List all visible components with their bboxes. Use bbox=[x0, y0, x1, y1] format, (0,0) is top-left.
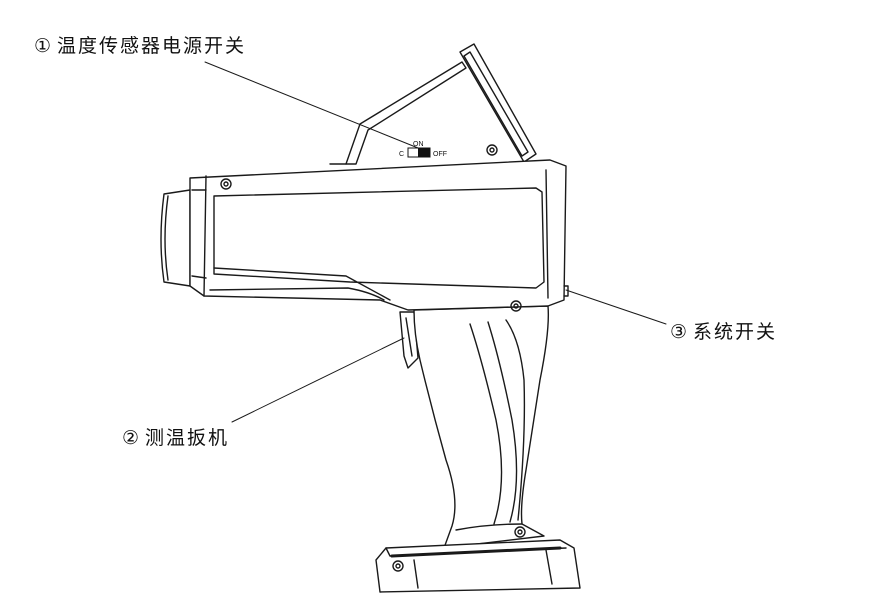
leader-line-2 bbox=[231, 337, 405, 423]
switch-on-label: ON bbox=[413, 141, 424, 148]
sensor-power-switch[interactable]: ON OFF C bbox=[399, 141, 447, 158]
trigger bbox=[399, 311, 419, 369]
callout-marker-1: ① bbox=[34, 35, 52, 57]
leader-line-1 bbox=[204, 61, 429, 153]
handle bbox=[413, 305, 549, 549]
leader-line-3 bbox=[565, 289, 667, 325]
lens bbox=[160, 189, 191, 287]
callout-marker-3: ③ bbox=[670, 321, 688, 343]
switch-c-label: C bbox=[399, 151, 404, 158]
callout-label-3: 系统开关 bbox=[693, 321, 778, 343]
display-arm bbox=[345, 43, 537, 165]
switch-off-label: OFF bbox=[433, 151, 447, 158]
base bbox=[375, 539, 581, 593]
callout-label-1: 温度传感器电源开关 bbox=[57, 35, 247, 57]
callout-label-2: 测温扳机 bbox=[145, 427, 230, 449]
callout-marker-2: ② bbox=[122, 427, 140, 449]
main-body bbox=[189, 159, 569, 312]
leader-lines bbox=[204, 61, 667, 423]
